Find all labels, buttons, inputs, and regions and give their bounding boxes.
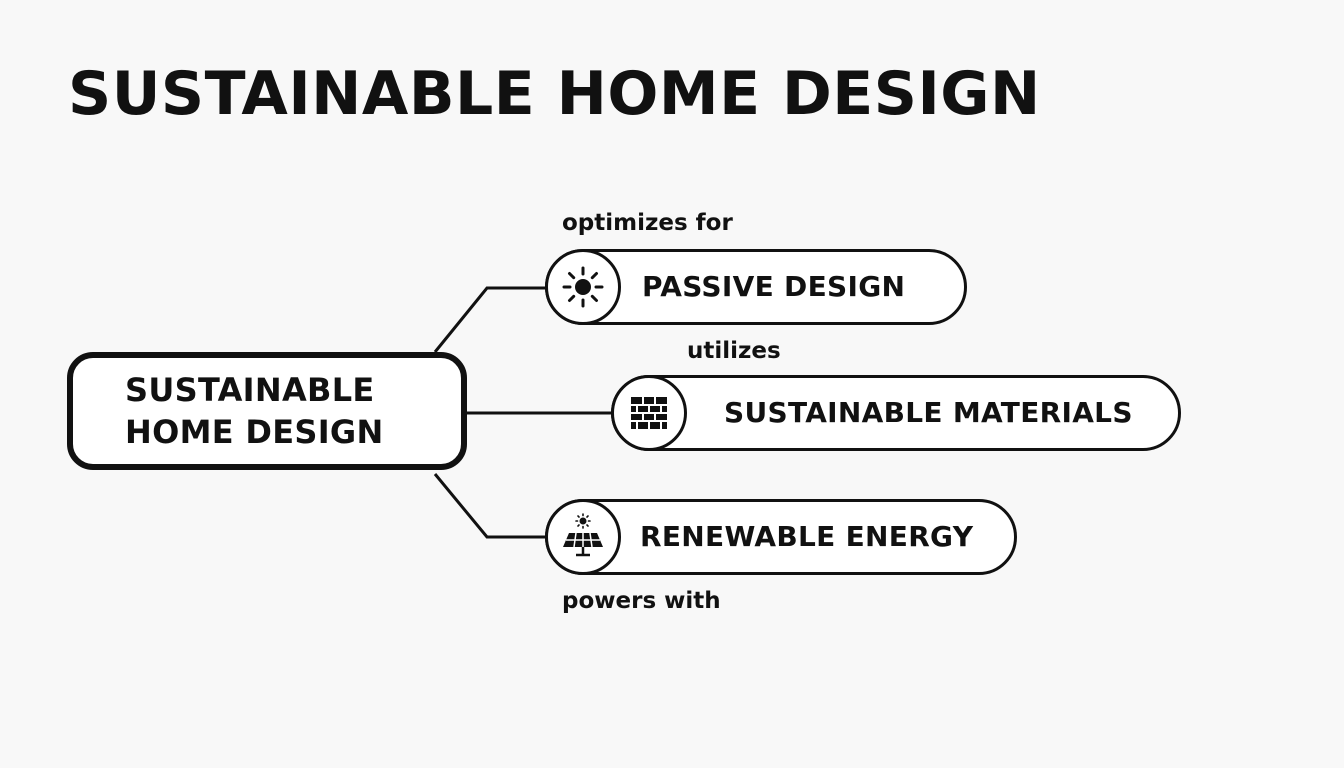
sun-icon bbox=[545, 249, 621, 325]
node-renewable-energy: RENEWABLE ENERGY bbox=[545, 499, 1017, 575]
brick-wall-icon bbox=[611, 375, 687, 451]
node-label-renewable-energy: RENEWABLE ENERGY bbox=[640, 520, 974, 553]
edge-label-optimizes-for: optimizes for bbox=[562, 210, 733, 236]
node-label-sustainable-materials: SUSTAINABLE MATERIALS bbox=[724, 396, 1133, 429]
edge-label-utilizes: utilizes bbox=[687, 338, 781, 364]
node-label-passive-design: PASSIVE DESIGN bbox=[642, 270, 906, 303]
page-title: SUSTAINABLE HOME DESIGN bbox=[68, 59, 1041, 129]
root-node-line-2: HOME DESIGN bbox=[125, 413, 384, 451]
node-passive-design: PASSIVE DESIGN bbox=[545, 249, 967, 325]
solar-panel-icon bbox=[545, 499, 621, 575]
root-node-line-1: SUSTAINABLE bbox=[125, 371, 375, 409]
connector-passive-design bbox=[433, 286, 548, 353]
edge-label-powers-with: powers with bbox=[562, 588, 721, 614]
connector-renewable-energy bbox=[433, 473, 548, 539]
root-node: SUSTAINABLE HOME DESIGN bbox=[67, 352, 467, 470]
node-sustainable-materials: SUSTAINABLE MATERIALS bbox=[611, 375, 1181, 451]
